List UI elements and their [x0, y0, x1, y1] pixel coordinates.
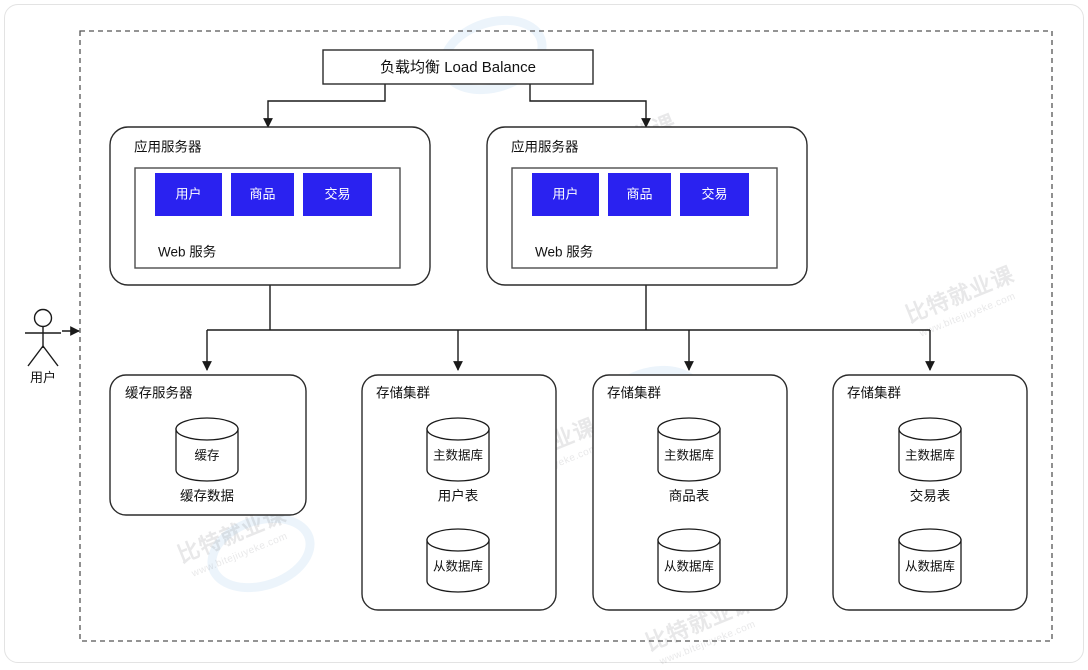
storage-cluster-3-replica-top: [898, 528, 962, 552]
storage-cluster-3-primary-label: 主数据库: [905, 447, 955, 462]
storage-cluster-2-primary-cylinder-icon: [657, 417, 721, 482]
storage-cluster-1-replica-label: 从数据库: [433, 558, 483, 573]
storage-cluster-1-primary-label: 主数据库: [433, 447, 483, 462]
connector-lb-to-app-1: [263, 84, 386, 128]
node-storage-cluster-3[interactable]: 存储集群 主数据库 交易表 从数据库: [832, 374, 1028, 611]
load-balancer-label: 负载均衡 Load Balance: [380, 59, 536, 76]
actor-leg-left-icon: [27, 345, 44, 367]
storage-cluster-1-box[interactable]: [361, 374, 557, 611]
actor-user: 用户: [25, 308, 80, 385]
cache-cylinder-body: [175, 428, 239, 482]
app-server-1-service-user-box[interactable]: [155, 173, 222, 216]
storage-cluster-2-table-label: 商品表: [669, 489, 710, 504]
storage-cluster-2-replica-top: [657, 528, 721, 552]
node-app-server-1[interactable]: 应用服务器 用户 商品 交易 Web 服务: [109, 126, 431, 286]
storage-cluster-1-title: 存储集群: [376, 386, 430, 401]
storage-cluster-3-box[interactable]: [832, 374, 1028, 611]
storage-cluster-1-replica-top: [426, 528, 490, 552]
app-server-2-service-trade-label: 交易: [701, 186, 727, 201]
connector-lb-to-app-2: [529, 84, 651, 128]
storage-cluster-3-primary-top: [898, 417, 962, 441]
storage-cluster-1-table-label: 用户表: [438, 488, 479, 504]
storage-cluster-2-replica-label: 从数据库: [664, 558, 714, 573]
actor-leg-right-icon: [42, 345, 59, 367]
storage-cluster-3-table-label: 交易表: [910, 488, 951, 504]
storage-cluster-1-replica-body: [426, 539, 490, 593]
storage-cluster-2-primary-top: [657, 417, 721, 441]
storage-cluster-1-primary-body: [426, 428, 490, 482]
app-server-2-service-user-label: 用户: [552, 186, 578, 201]
app-server-1-service-trade-box[interactable]: [303, 173, 372, 216]
app-server-1-title: 应用服务器: [134, 139, 202, 155]
app-server-2-service-product-box[interactable]: [608, 173, 671, 216]
connector-group-apps-to-storage: [202, 285, 935, 371]
system-boundary: [79, 30, 1053, 642]
storage-cluster-1-primary-top: [426, 417, 490, 441]
storage-cluster-2-primary-body: [657, 428, 721, 482]
cache-cylinder-icon: [175, 417, 239, 482]
node-cache-server[interactable]: 缓存服务器 缓存 缓存数据: [109, 374, 307, 516]
storage-cluster-3-replica-body: [898, 539, 962, 593]
storage-cluster-1-primary-cylinder-icon: [426, 417, 490, 482]
cache-cylinder-top: [175, 417, 239, 441]
node-storage-cluster-1[interactable]: 存储集群 主数据库 用户表 从数据库: [361, 374, 557, 611]
storage-cluster-3-replica-label: 从数据库: [905, 558, 955, 573]
storage-cluster-3-primary-cylinder-icon: [898, 417, 962, 482]
app-server-2-service-product-label: 商品: [626, 186, 652, 201]
app-server-1-service-product-label: 商品: [249, 186, 275, 201]
node-storage-cluster-2[interactable]: 存储集群 主数据库 商品表 从数据库: [592, 374, 788, 611]
storage-cluster-2-replica-body: [657, 539, 721, 593]
storage-cluster-3-replica-cylinder-icon: [898, 528, 962, 593]
app-server-1-footer-label: Web 服务: [158, 245, 216, 260]
app-server-1-service-trade-label: 交易: [324, 186, 350, 201]
node-load-balancer[interactable]: 负载均衡 Load Balance: [322, 49, 594, 85]
load-balancer-box[interactable]: [322, 49, 594, 85]
cache-server-title: 缓存服务器: [125, 386, 193, 401]
app-server-1-service-user-label: 用户: [175, 186, 201, 201]
storage-cluster-2-primary-label: 主数据库: [664, 447, 714, 462]
storage-cluster-3-title: 存储集群: [847, 386, 901, 401]
storage-cluster-2-box[interactable]: [592, 374, 788, 611]
node-app-server-2[interactable]: 应用服务器 用户 商品 交易 Web 服务: [486, 126, 808, 286]
app-server-2-footer-label: Web 服务: [535, 245, 593, 260]
app-server-2-service-user-box[interactable]: [532, 173, 599, 216]
app-server-2-title: 应用服务器: [511, 139, 579, 155]
connector-group-lb-to-apps: [263, 84, 651, 128]
storage-cluster-1-replica-cylinder-icon: [426, 528, 490, 593]
app-server-2-service-trade-box[interactable]: [680, 173, 749, 216]
actor-head-icon: [33, 308, 53, 328]
storage-cluster-2-replica-cylinder-icon: [657, 528, 721, 593]
cache-cylinder-label: 缓存: [194, 448, 219, 462]
storage-cluster-2-title: 存储集群: [607, 386, 661, 401]
cache-server-footer-label: 缓存数据: [180, 489, 234, 504]
storage-cluster-3-primary-body: [898, 428, 962, 482]
actor-label: 用户: [30, 370, 56, 385]
app-server-1-service-product-box[interactable]: [231, 173, 294, 216]
